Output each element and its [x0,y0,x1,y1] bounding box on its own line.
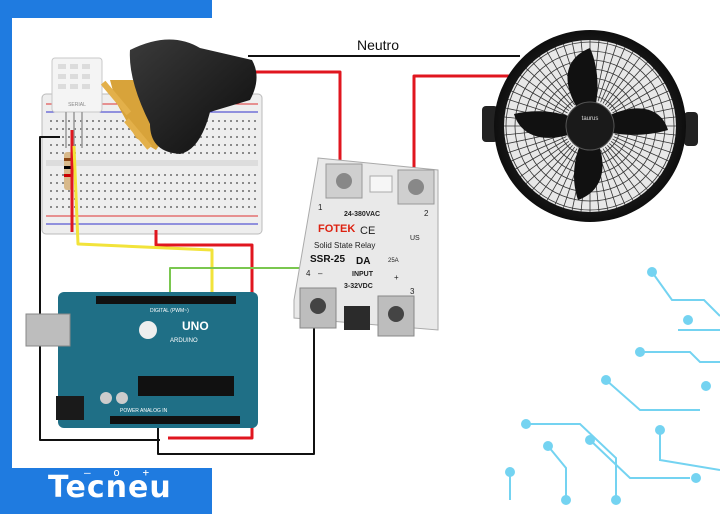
relay-output-range: 24-380VAC [344,211,380,218]
relay-marks: CE [360,225,375,237]
wire-red [70,70,512,440]
relay-input-label: INPUT [352,271,374,278]
wire-black [39,55,520,455]
brand-marks: – o + [84,466,158,479]
breadboard [41,93,263,235]
relay-input-range: 3-32VDC [344,283,373,290]
arduino-maker: ARDUINO [170,338,198,344]
sensor-label: SERIAL [68,102,86,108]
relay-terminal-2: 2 [424,209,429,218]
relay-cert: US [410,235,420,242]
resistor [64,152,72,190]
arduino-board-name: UNO [182,319,209,333]
relay-minus: – [318,269,323,278]
relay-plus: + [394,273,399,282]
arduino-header-power: POWER ANALOG IN [120,408,168,414]
brand-logo-text: Tecneu [48,470,172,505]
relay-model: SSR-25 [310,254,345,265]
wire-yellow [72,145,214,300]
relay-terminal-4: 4 [306,269,311,278]
arduino-header-digital: DIGITAL (PWM~) [150,308,189,314]
power-plug [100,39,257,154]
neutral-wire-label: Neutro [357,37,399,53]
relay-type: Solid State Relay [314,241,375,250]
brand-frame [0,0,212,514]
relay-brand: FOTEK [318,223,355,235]
fan: taurus [482,30,698,222]
relay-suffix: DA [356,256,370,267]
fan-brand: taurus [582,116,599,122]
arduino-board: UNO ARDUINO DIGITAL (PWM~) POWER ANALOG … [25,292,258,428]
circuit-decoration [505,267,720,505]
relay-rating: 25A [388,258,399,264]
relay-terminal-1: 1 [318,203,323,212]
relay-terminal-3: 3 [410,287,415,296]
solid-state-relay: 1 2 24-380VAC FOTEK CE US Solid State Re… [293,157,439,337]
